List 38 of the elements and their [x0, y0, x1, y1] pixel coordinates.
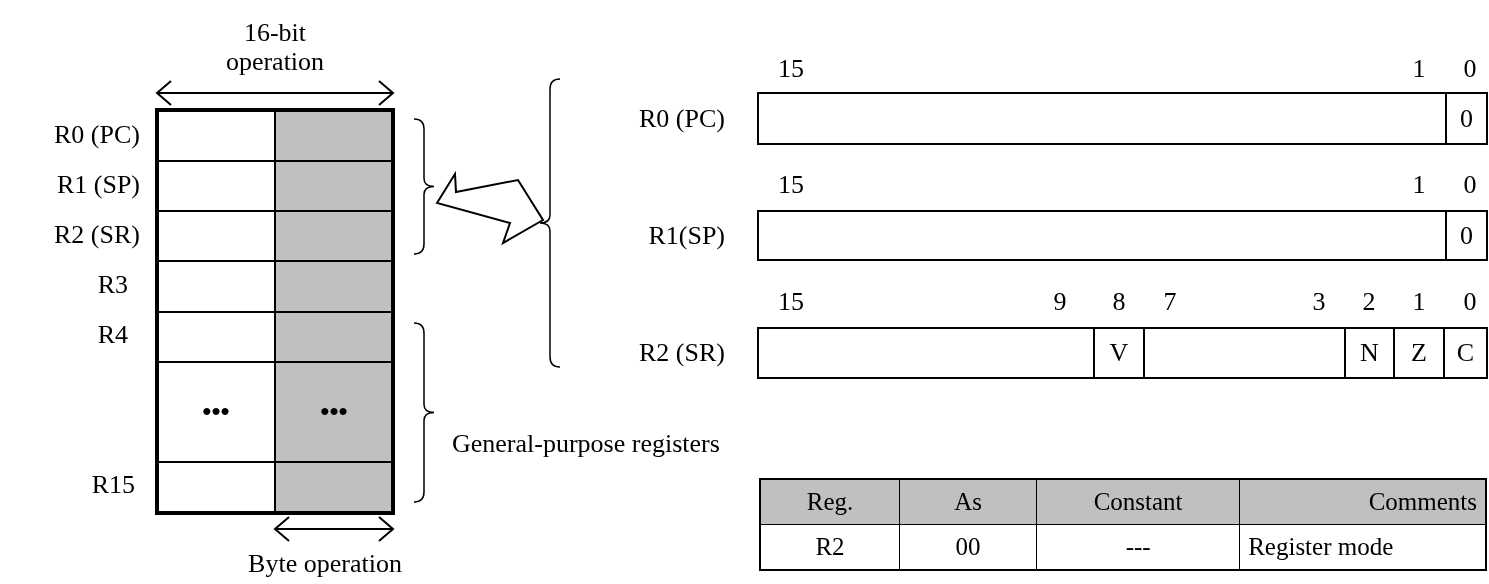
- bit-number: 1: [1412, 170, 1426, 200]
- register-name: R1 (SP): [56, 170, 140, 200]
- ellipsis: •••: [202, 397, 230, 427]
- register-name: R0 (PC): [639, 104, 725, 134]
- bit-number: 15: [778, 54, 804, 84]
- register-name: R4: [97, 320, 128, 350]
- bit-value: 0: [1460, 104, 1473, 134]
- register-name: R15: [91, 470, 135, 500]
- register-name: R2 (SR): [639, 338, 725, 368]
- dimension-label: Byte operation: [248, 549, 402, 579]
- bit-number: 7: [1163, 287, 1177, 317]
- ellipsis: •••: [320, 397, 348, 427]
- bit-number: 9: [1053, 287, 1067, 317]
- flag-letter: V: [1109, 338, 1129, 368]
- group-label: General-purpose registers: [452, 429, 720, 459]
- bit-number: 1: [1412, 54, 1426, 84]
- register-name: R1(SP): [648, 221, 725, 251]
- flag-letter: Z: [1411, 338, 1427, 368]
- bit-number: 3: [1312, 287, 1326, 317]
- bit-number: 2: [1362, 287, 1376, 317]
- header-cell: Reg.: [760, 479, 900, 525]
- flag-letter: C: [1456, 338, 1475, 368]
- flag-letter: N: [1360, 338, 1379, 368]
- header-cell: Comments: [1239, 479, 1486, 525]
- header-cell: Constant: [1036, 479, 1240, 525]
- bit-number: 0: [1463, 170, 1477, 200]
- header-cell: As: [899, 479, 1037, 525]
- register-name: R0 (PC): [54, 120, 140, 150]
- bit-number: 0: [1463, 54, 1477, 84]
- bit-number: 1: [1412, 287, 1426, 317]
- register-name: R2 (SR): [54, 220, 140, 250]
- bit-number: 15: [778, 170, 804, 200]
- bit-number: 0: [1463, 287, 1477, 317]
- bit-number: 8: [1112, 287, 1126, 317]
- register-name: R3: [97, 270, 128, 300]
- dimension-label: 16-bit operation: [224, 19, 326, 77]
- bit-number: 15: [778, 287, 804, 317]
- bit-value: 0: [1460, 221, 1473, 251]
